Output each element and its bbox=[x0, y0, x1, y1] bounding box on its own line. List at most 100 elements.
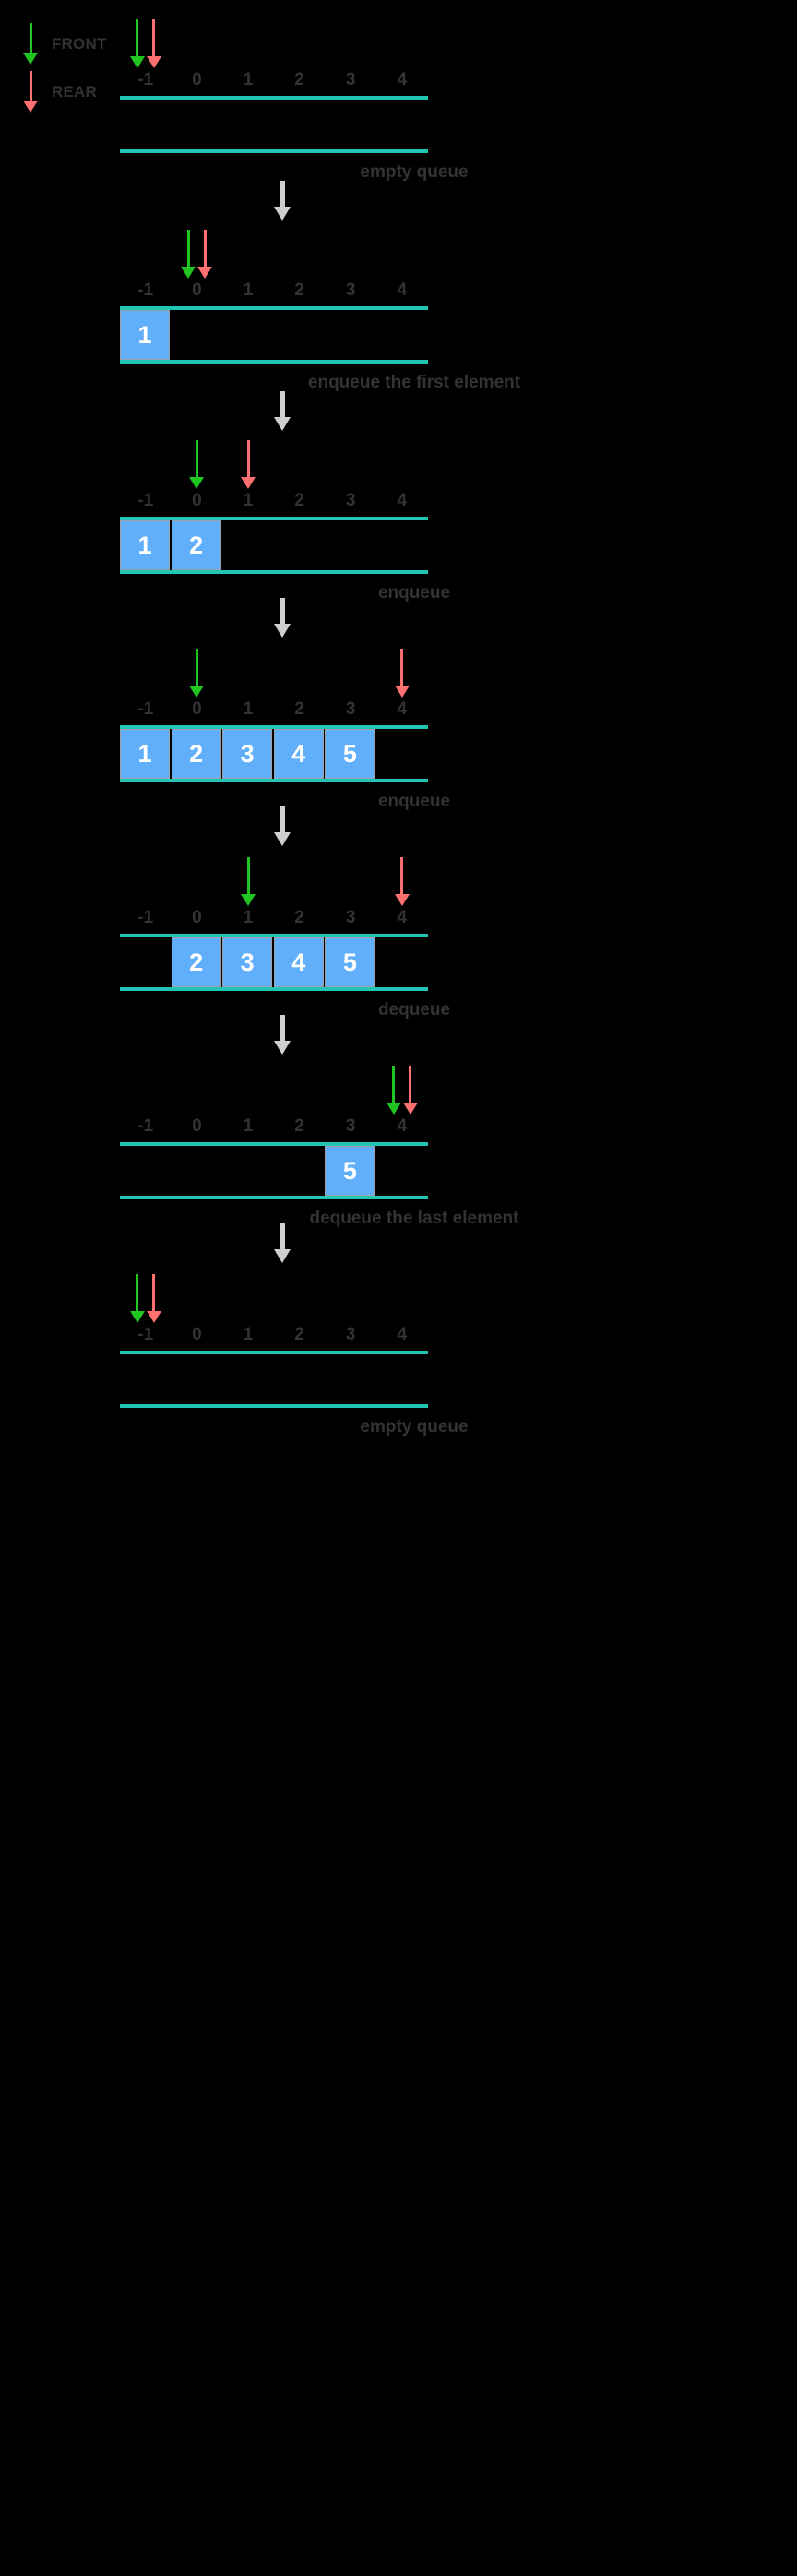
step-caption: dequeue bbox=[377, 1000, 451, 1020]
queue-rail-top bbox=[120, 1351, 428, 1354]
queue-rail-bottom bbox=[120, 1196, 428, 1199]
flow-arrow-icon bbox=[273, 598, 291, 638]
queue-track bbox=[120, 96, 428, 153]
index-label: 0 bbox=[192, 280, 202, 300]
rear-pointer-icon bbox=[400, 1066, 421, 1116]
flow-arrow-icon bbox=[273, 391, 291, 432]
index-label: 2 bbox=[294, 1116, 304, 1136]
index-label: 4 bbox=[397, 1325, 408, 1344]
queue-rail-top bbox=[120, 934, 428, 937]
rear-pointer-icon bbox=[144, 19, 164, 70]
index-label: 2 bbox=[294, 699, 304, 719]
pointer-band bbox=[0, 437, 797, 491]
rear-pointer-icon bbox=[392, 857, 412, 908]
index-label: -1 bbox=[137, 1116, 154, 1136]
queue-track: 1 bbox=[120, 306, 428, 364]
queue-cell[interactable]: 3 bbox=[222, 729, 273, 779]
legend: FRONT REAR bbox=[17, 20, 192, 116]
pointer-band bbox=[0, 646, 797, 699]
queue-cell[interactable]: 3 bbox=[222, 937, 273, 987]
step-caption: enqueue the first element bbox=[307, 373, 521, 392]
front-pointer-icon bbox=[238, 857, 258, 908]
legend-label-front: FRONT bbox=[52, 35, 107, 53]
front-pointer-icon bbox=[186, 649, 207, 699]
queue-rail-bottom bbox=[120, 779, 428, 782]
rear-pointer-icon bbox=[195, 230, 215, 280]
queue-cell[interactable]: 4 bbox=[273, 937, 324, 987]
legend-item-rear: REAR bbox=[17, 68, 192, 116]
step-caption: dequeue the last element bbox=[309, 1209, 519, 1228]
queue-cell[interactable]: 5 bbox=[325, 729, 375, 779]
queue-cell[interactable]: 2 bbox=[171, 729, 221, 779]
queue-cell[interactable]: 1 bbox=[120, 729, 170, 779]
pointer-band bbox=[0, 1063, 797, 1116]
queue-cell[interactable]: 2 bbox=[171, 937, 221, 987]
queue-cells: 1 bbox=[120, 310, 428, 360]
front-pointer-icon bbox=[127, 1274, 148, 1325]
index-label: 2 bbox=[294, 908, 304, 927]
front-pointer-icon bbox=[178, 230, 198, 280]
index-label: -1 bbox=[137, 1325, 154, 1344]
index-label: 3 bbox=[345, 280, 356, 300]
index-label: 1 bbox=[243, 491, 254, 510]
legend-item-front: FRONT bbox=[17, 20, 192, 68]
index-label: 2 bbox=[294, 70, 304, 89]
queue-cells bbox=[120, 100, 428, 149]
index-label: 0 bbox=[192, 699, 202, 719]
queue-rail-top bbox=[120, 96, 428, 100]
index-label: 3 bbox=[345, 699, 356, 719]
index-label: -1 bbox=[137, 908, 154, 927]
step-caption: empty queue bbox=[360, 162, 469, 182]
index-label: 4 bbox=[397, 1116, 408, 1136]
queue-rail-top bbox=[120, 725, 428, 729]
pointer-band bbox=[0, 227, 797, 280]
index-label: -1 bbox=[137, 70, 154, 89]
queue-cell[interactable]: 1 bbox=[120, 310, 170, 360]
queue-cell[interactable]: 5 bbox=[325, 937, 375, 987]
index-label: 3 bbox=[345, 1116, 356, 1136]
pointer-band bbox=[0, 854, 797, 908]
index-label: 3 bbox=[345, 1325, 356, 1344]
flow-arrow-icon bbox=[273, 806, 291, 847]
front-pointer-icon bbox=[186, 440, 207, 491]
queue-cells: 5 bbox=[120, 1146, 428, 1196]
queue-rail-top bbox=[120, 517, 428, 520]
index-label: 0 bbox=[192, 70, 202, 89]
queue-cell[interactable]: 1 bbox=[120, 520, 170, 570]
queue-cell[interactable]: 5 bbox=[325, 1146, 375, 1196]
queue-rail-top bbox=[120, 1142, 428, 1146]
legend-label-rear: REAR bbox=[52, 83, 97, 101]
index-label: 4 bbox=[397, 699, 408, 719]
rear-arrow-icon bbox=[17, 69, 48, 115]
queue-cell[interactable]: 4 bbox=[273, 729, 324, 779]
flow-arrow-icon bbox=[273, 1223, 291, 1264]
queue-rail-bottom bbox=[120, 360, 428, 364]
index-label: 1 bbox=[243, 908, 254, 927]
queue-rail-bottom bbox=[120, 987, 428, 991]
index-label: 2 bbox=[294, 1325, 304, 1344]
pointer-band bbox=[0, 17, 797, 70]
index-label: 4 bbox=[397, 908, 408, 927]
front-arrow-icon bbox=[17, 21, 48, 67]
queue-rail-bottom bbox=[120, 1404, 428, 1408]
flow-arrow-icon bbox=[273, 1015, 291, 1055]
index-label: 3 bbox=[345, 491, 356, 510]
queue-rail-bottom bbox=[120, 149, 428, 153]
queue-cell[interactable]: 2 bbox=[171, 520, 221, 570]
